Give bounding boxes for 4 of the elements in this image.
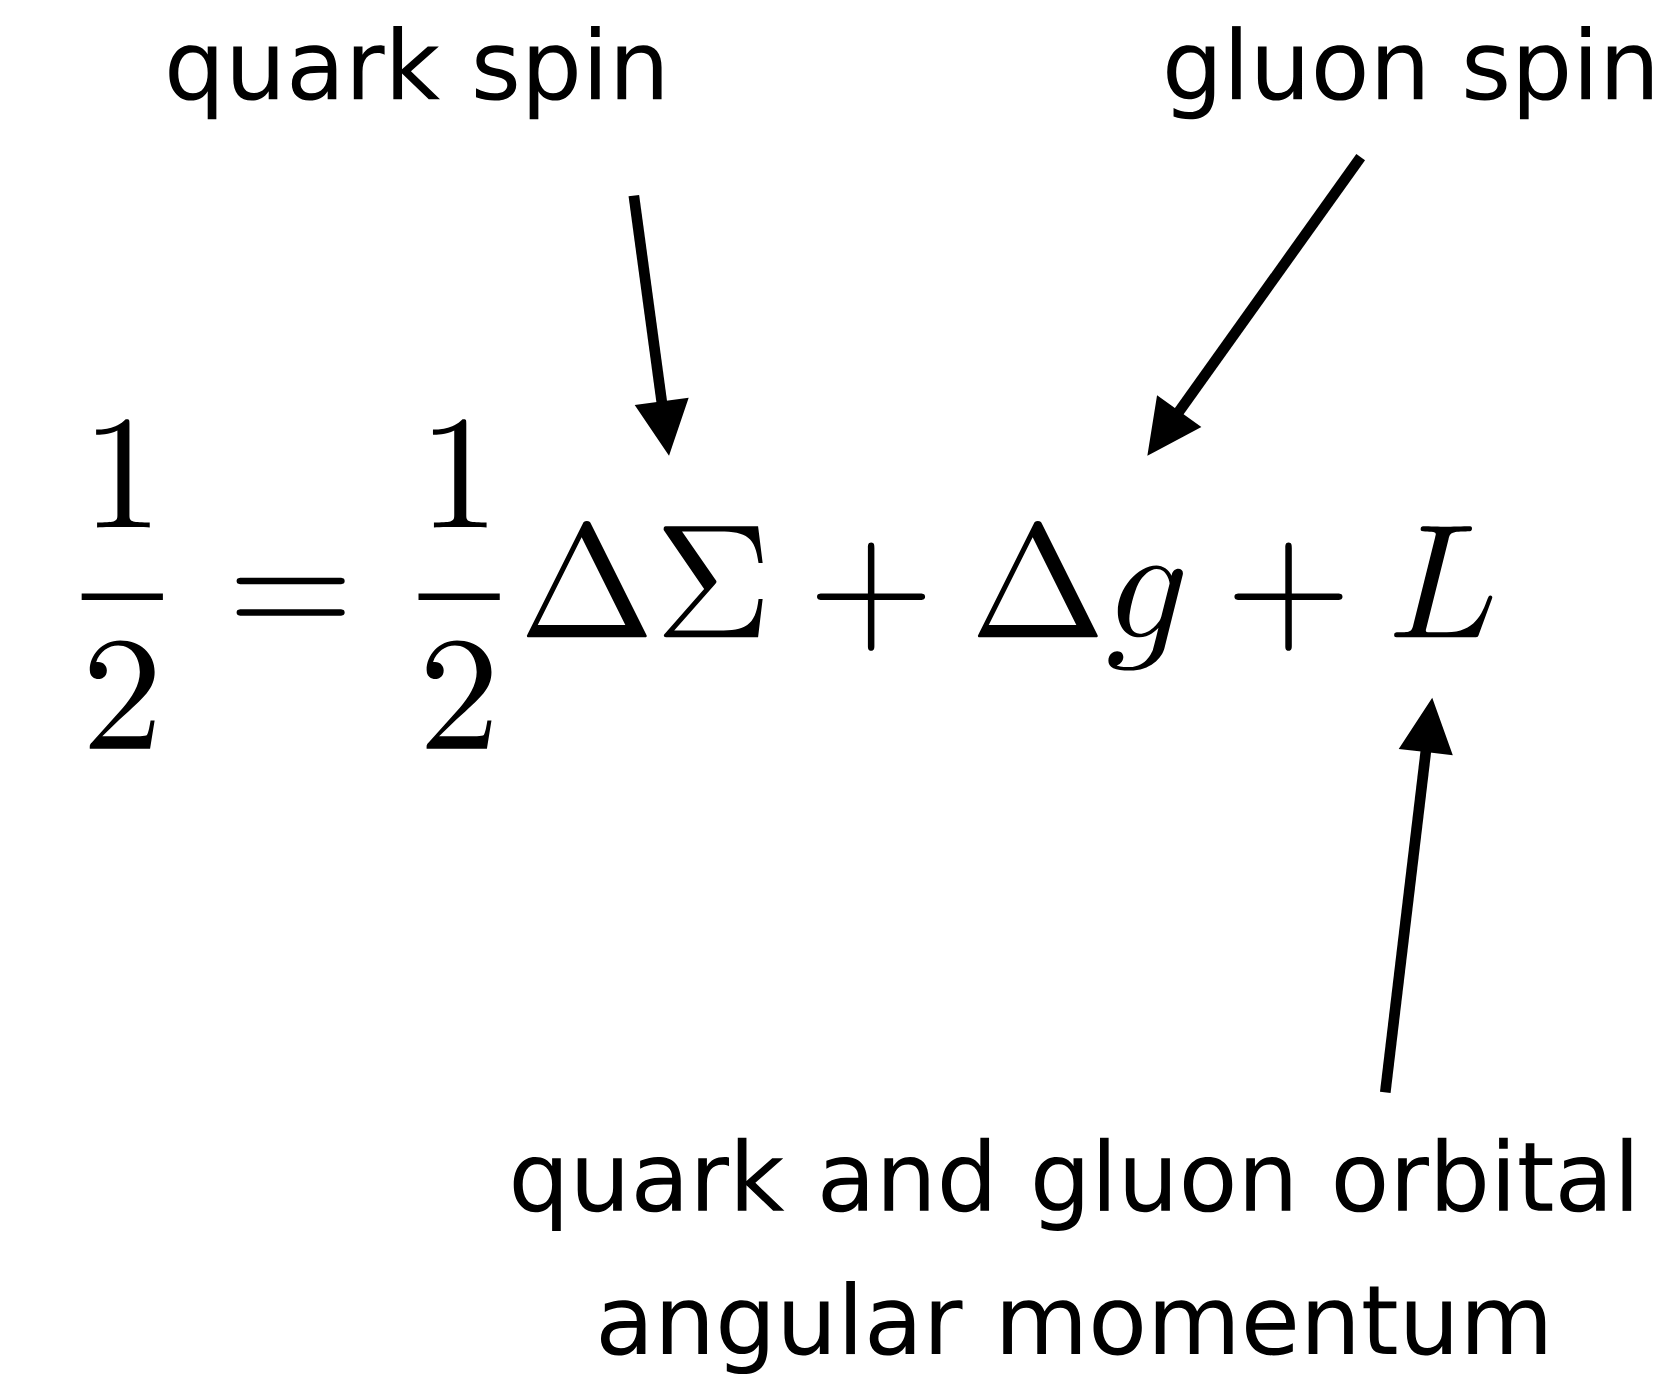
caption-text: quark and gluon orbital angular momentum bbox=[513, 1137, 1632, 1375]
caption-text: quark spin bbox=[169, 26, 662, 120]
caption-text: gluon spin bbox=[1167, 26, 1652, 120]
equation: $\frac{1}{2}=\frac{1}{2}\Delta\Sigma+\Delta g+L$ bbox=[81, 419, 1493, 749]
